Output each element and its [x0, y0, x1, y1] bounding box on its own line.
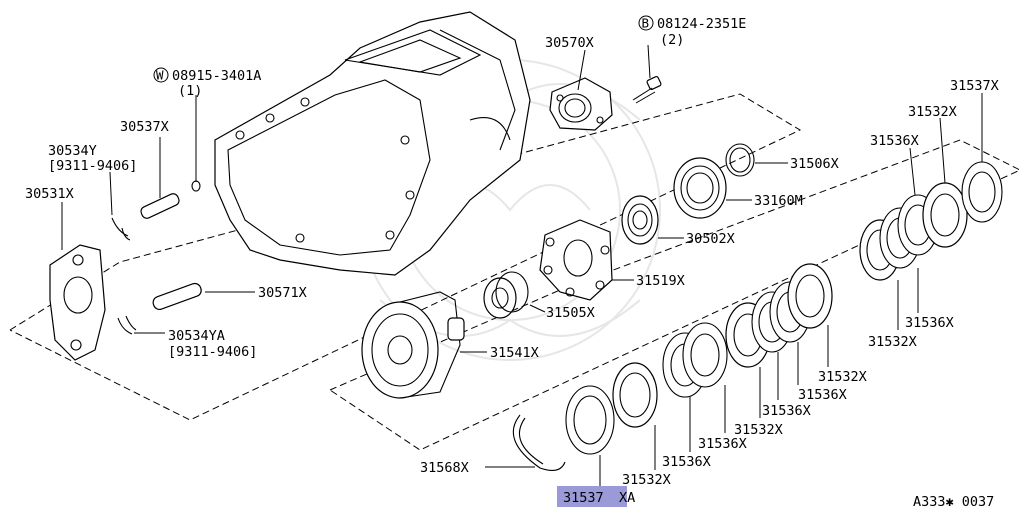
- callout-31532x-right[interactable]: 31532X: [868, 334, 917, 350]
- clutch-plate-31532x-b: [612, 362, 658, 428]
- callout-30570x[interactable]: 30570X: [545, 35, 594, 51]
- callout-31536x-mid1[interactable]: 31536X: [798, 387, 847, 403]
- shift-rod-30571x: [152, 282, 202, 311]
- bolt-08124-2351e: [632, 75, 662, 104]
- callout-31536x-bottom2[interactable]: 31536X: [662, 454, 711, 470]
- callout-31541x[interactable]: 31541X: [490, 345, 539, 361]
- actuator-plate-30531x: [49, 244, 106, 361]
- callout-31536x-bottom1[interactable]: 31536X: [698, 436, 747, 452]
- callout-08915-qty: (1): [178, 83, 202, 99]
- callout-31537xa-suffix: XA: [619, 490, 635, 506]
- leader-lines: [61, 44, 983, 487]
- callout-30537x[interactable]: 30537X: [120, 119, 169, 135]
- callout-33160m[interactable]: 33160M: [754, 193, 803, 209]
- carrier-31519x: [539, 219, 613, 301]
- callout-30534ya[interactable]: 30534YA: [168, 328, 225, 344]
- callout-30534y[interactable]: 30534Y: [48, 143, 97, 159]
- assembly-boundary-right: [329, 139, 1022, 451]
- circle-w-icon: [153, 67, 169, 83]
- callout-08915-prefix: W: [156, 68, 164, 83]
- callout-31532x-mid2[interactable]: 31532X: [734, 422, 783, 438]
- clutch-disc-31536x-b2: [682, 322, 728, 388]
- callout-30534ya-range: [9311-9406]: [168, 344, 257, 360]
- callout-31506x[interactable]: 31506X: [790, 156, 839, 172]
- selected-part-highlight: [557, 486, 627, 507]
- callout-30571x[interactable]: 30571X: [258, 285, 307, 301]
- callout-08124-2351e[interactable]: 08124-2351E: [657, 16, 746, 32]
- circle-b-icon: [638, 15, 654, 31]
- callout-31505x[interactable]: 31505X: [546, 305, 595, 321]
- transfer-case-housing: [214, 11, 531, 276]
- figure-code: A333✱ 0037: [913, 494, 994, 510]
- callout-31536x-right[interactable]: 31536X: [905, 315, 954, 331]
- callout-31537xa-highlighted[interactable]: 31537: [563, 490, 604, 506]
- callout-31532x-top[interactable]: 31532X: [908, 104, 957, 120]
- e-ring-30534y: [111, 217, 131, 241]
- callout-31519x[interactable]: 31519X: [636, 273, 685, 289]
- callout-31536x-mid2[interactable]: 31536X: [762, 403, 811, 419]
- snap-ring-31506x: [725, 143, 755, 177]
- assembly-boundary-left: [9, 93, 802, 421]
- callout-08915-3401a[interactable]: 08915-3401A: [172, 68, 261, 84]
- callout-31568x[interactable]: 31568X: [420, 460, 469, 476]
- callout-30502x[interactable]: 30502X: [686, 231, 735, 247]
- extension-housing-30570x: [549, 77, 613, 131]
- snap-ring-31568x: [512, 414, 566, 471]
- e-ring-30534ya: [117, 315, 137, 335]
- callout-08124-qty: (2): [660, 32, 684, 48]
- clutch-plate-31532x-top: [922, 182, 968, 248]
- callout-30531x[interactable]: 30531X: [25, 186, 74, 202]
- clutch-plate-31532x-m2: [787, 263, 833, 329]
- shift-rod-30537x: [140, 180, 201, 219]
- clutch-plate-31537xa: [565, 385, 615, 455]
- callout-31537x-top[interactable]: 31537X: [950, 78, 999, 94]
- bearing-30502x: [621, 195, 659, 245]
- callout-31532x-mid1[interactable]: 31532X: [818, 369, 867, 385]
- callout-labels: 30570X B 08124-2351E (2) W 08915-3401A (…: [25, 15, 999, 510]
- callout-08124-prefix: B: [642, 16, 650, 31]
- clutch-plate-31537x-top: [961, 161, 1003, 223]
- sun-gear-31505x: [483, 271, 529, 319]
- oil-seal-33160m: [673, 157, 727, 219]
- callout-31532x-bottom[interactable]: 31532X: [622, 472, 671, 488]
- callout-31536x-top[interactable]: 31536X: [870, 133, 919, 149]
- internal-gear-31541x: [361, 291, 465, 399]
- callout-30534y-range: [9311-9406]: [48, 158, 137, 174]
